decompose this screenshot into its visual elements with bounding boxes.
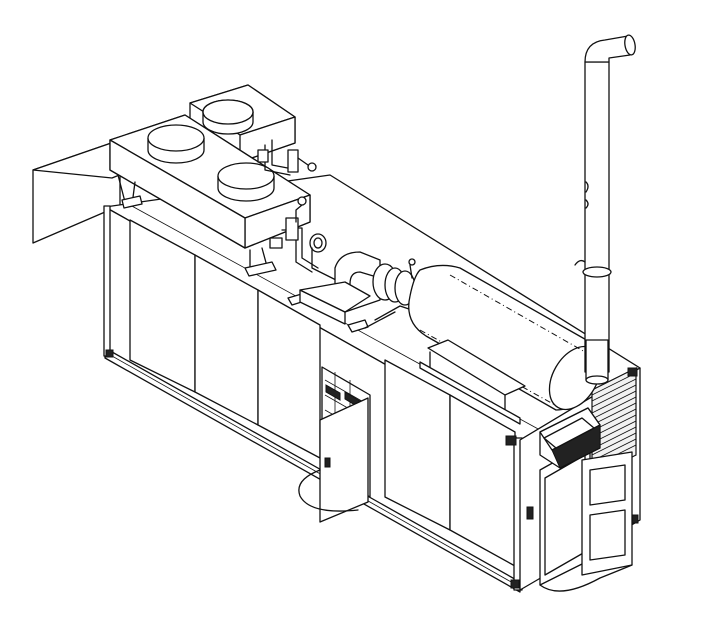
container-front-wall xyxy=(103,205,523,593)
radiator-module-front xyxy=(109,114,311,277)
exhaust-silencer xyxy=(408,264,604,425)
control-box xyxy=(539,407,601,469)
exhaust-bellows xyxy=(299,251,419,329)
exhaust-stack xyxy=(574,34,636,385)
front-door-open xyxy=(298,366,371,523)
